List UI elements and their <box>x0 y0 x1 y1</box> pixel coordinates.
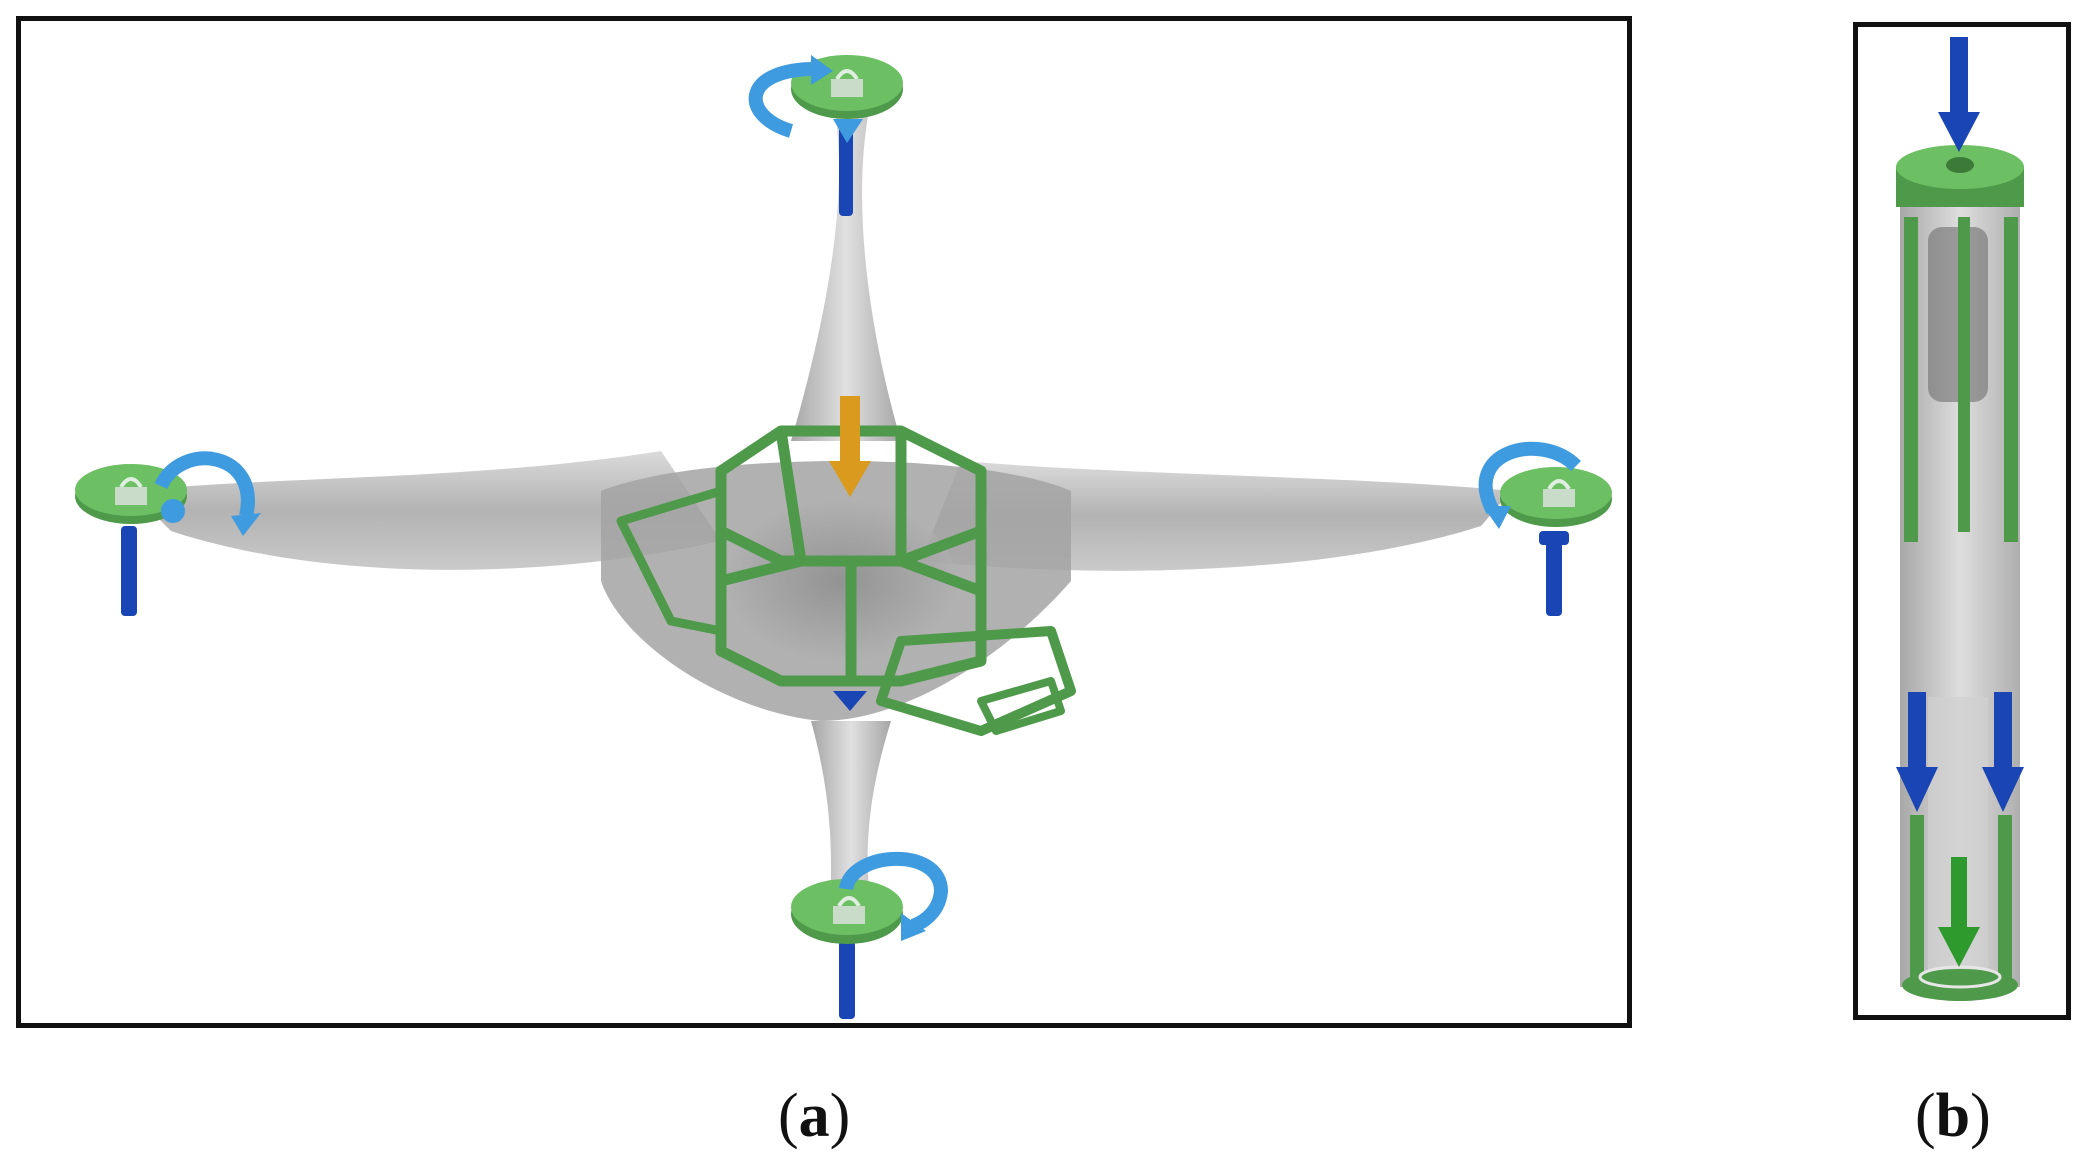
load-arrow-icon <box>1896 692 1938 812</box>
load-arrow-icon <box>1938 37 1980 152</box>
gravity-load-arrow <box>829 396 871 497</box>
load-arrow-icon <box>1546 536 1562 616</box>
frame-arm-top <box>791 101 901 441</box>
hub-bracket <box>616 425 1076 736</box>
top-end-cap <box>1896 145 2024 207</box>
bottom-end-cap <box>1902 965 2018 1001</box>
lock-icon <box>115 477 147 505</box>
caption-panel-a: (a) <box>778 1085 850 1147</box>
rotation-arrow-icon <box>839 851 949 933</box>
force-arrow-icon <box>1938 857 1980 967</box>
caption-panel-b: (b) <box>1915 1085 1991 1147</box>
motor-mount-left <box>75 451 261 616</box>
caption-open-paren: ( <box>778 1082 799 1150</box>
hub-bracket-side-wing <box>616 486 726 636</box>
battery-tray <box>876 626 1076 736</box>
load-arrow-icon <box>121 526 137 616</box>
lock-icon <box>831 69 863 97</box>
frame-arm-bottom <box>811 721 891 921</box>
caption-letter: b <box>1935 1082 1971 1150</box>
quadcopter-frame-illustration <box>75 55 1612 1019</box>
lock-icon <box>833 896 865 924</box>
panel-b-arm-tube <box>1853 22 2071 1020</box>
caption-letter: a <box>798 1082 830 1150</box>
frame-body <box>131 101 1511 921</box>
hub-bracket-strut <box>775 430 807 562</box>
motor-mount-right <box>1478 441 1612 616</box>
arm-tube-illustration <box>1896 37 2024 1001</box>
battery-tray-slot <box>977 677 1065 735</box>
motor-mount-bottom <box>791 851 949 1019</box>
rotation-arrow-icon <box>748 62 812 138</box>
motor-mount-top <box>748 55 903 216</box>
load-arrow-icon <box>839 121 853 216</box>
hub-down-arrow-icon <box>833 691 867 711</box>
rotation-arrow-icon <box>154 451 255 518</box>
caption-close-paren: ) <box>1970 1082 1991 1150</box>
caption-open-paren: ( <box>1915 1082 1936 1150</box>
frame-arm-left <box>131 451 721 570</box>
rotation-arrow-icon <box>1478 441 1581 515</box>
panel-a-quadcopter-frame <box>16 16 1632 1028</box>
reinforcement-ribs <box>1904 217 2018 985</box>
caption-close-paren: ) <box>829 1082 851 1150</box>
lock-icon <box>1543 479 1575 507</box>
load-arrow-icon <box>839 941 855 1019</box>
load-arrow-icon <box>1982 692 2024 812</box>
